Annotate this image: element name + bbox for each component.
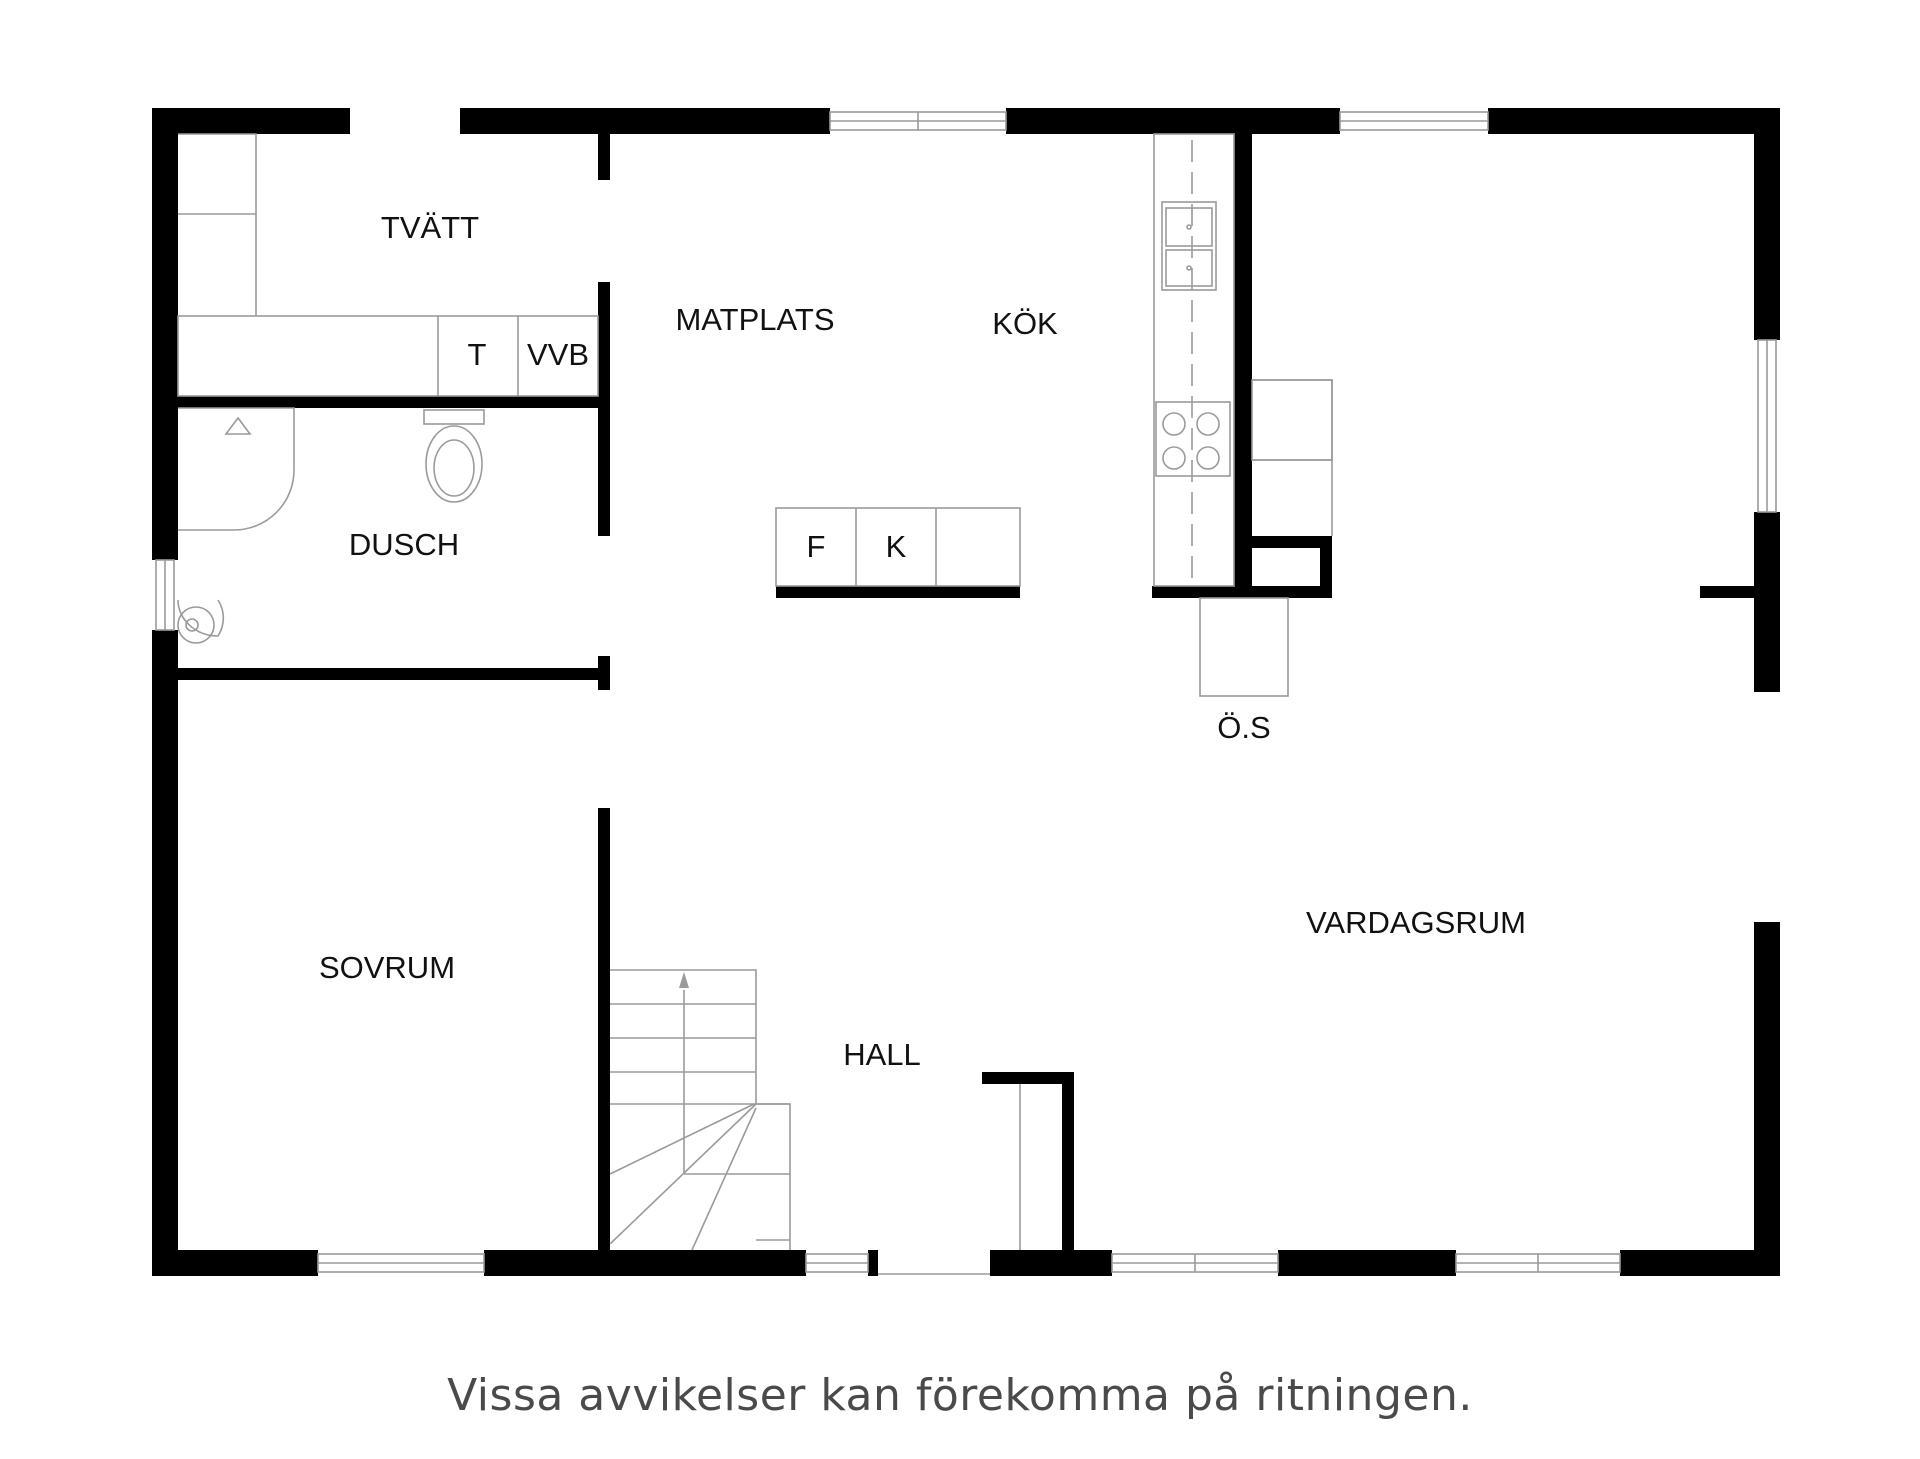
label-water-heater: VVB xyxy=(527,337,589,372)
window-right-living xyxy=(1757,339,1777,513)
label-tvatt: TVÄTT xyxy=(381,210,479,245)
floor-drain-icon xyxy=(224,416,252,435)
label-dusch: DUSCH xyxy=(349,527,459,562)
label-kok: KÖK xyxy=(992,306,1058,341)
fridge-freezer-unit xyxy=(775,507,1021,587)
label-fridge: F xyxy=(807,529,826,564)
window-left-dusch xyxy=(155,559,175,631)
sink-icon xyxy=(1161,201,1217,291)
kitchen-fixtures xyxy=(775,133,1235,587)
laundry-fixtures xyxy=(177,133,599,397)
label-matplats: MATPLATS xyxy=(675,302,834,337)
fireplace-fixtures xyxy=(1019,379,1333,1250)
windows xyxy=(155,111,1777,1275)
exterior-walls xyxy=(152,108,1780,1276)
label-toilet: T xyxy=(468,337,487,372)
window-top-living xyxy=(1339,111,1489,131)
label-hall: HALL xyxy=(843,1037,921,1072)
toilet-icon xyxy=(423,409,485,503)
stove-icon xyxy=(1155,401,1231,477)
label-open-fireplace: Ö.S xyxy=(1217,710,1270,745)
staircase xyxy=(609,969,791,1251)
window-bottom-living-2 xyxy=(1455,1253,1621,1273)
window-bottom-sovrum xyxy=(317,1253,485,1273)
label-vardagsrum: VARDAGSRUM xyxy=(1306,905,1526,940)
room-labels: TVÄTT MATPLATS KÖK T VVB DUSCH F K Ö.S V… xyxy=(319,210,1526,1072)
disclaimer-text: Vissa avvikelser kan förekomma på ritnin… xyxy=(447,1370,1473,1421)
window-bottom-living-1 xyxy=(1111,1253,1279,1273)
stair-arrow-icon xyxy=(679,972,689,988)
interior-walls xyxy=(178,134,1762,1250)
window-top-kitchen xyxy=(829,111,1007,131)
shower-area xyxy=(178,407,295,531)
label-sovrum: SOVRUM xyxy=(319,950,455,985)
window-bottom-hall xyxy=(805,1253,869,1273)
label-freezer: K xyxy=(886,529,907,564)
bathroom-fixtures xyxy=(177,407,485,644)
kitchen-counter xyxy=(1153,133,1235,587)
washbasin-icon xyxy=(177,599,225,644)
